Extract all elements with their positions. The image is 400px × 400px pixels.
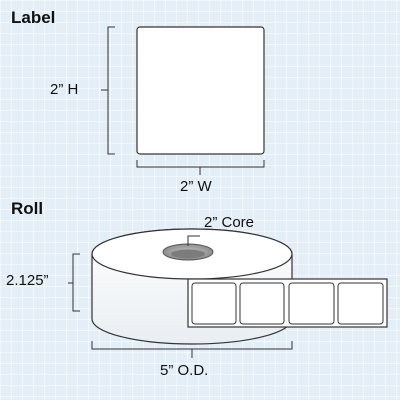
label-shape — [136, 26, 265, 155]
roll-label — [337, 282, 384, 325]
label-width-value: 2” W — [180, 178, 212, 195]
roll-section-title: Roll — [11, 199, 44, 218]
outer-diameter-dimension-line — [91, 341, 293, 358]
roll-core-inner — [171, 249, 205, 259]
outer-diameter-value: 5” O.D. — [160, 362, 209, 379]
roll-width-dimension-line — [68, 253, 80, 312]
label-height-dimension-line — [101, 26, 115, 155]
core-size-value: 2” Core — [204, 214, 255, 231]
roll-width-value: 2.125” — [6, 272, 49, 289]
label-section-title: Label — [11, 8, 56, 27]
roll-label — [239, 282, 285, 325]
label-width-dimension-line — [136, 160, 265, 175]
roll-label — [288, 282, 335, 325]
label-height-value: 2” H — [50, 81, 79, 98]
core-leader-line — [187, 235, 200, 246]
roll-label — [191, 282, 237, 325]
